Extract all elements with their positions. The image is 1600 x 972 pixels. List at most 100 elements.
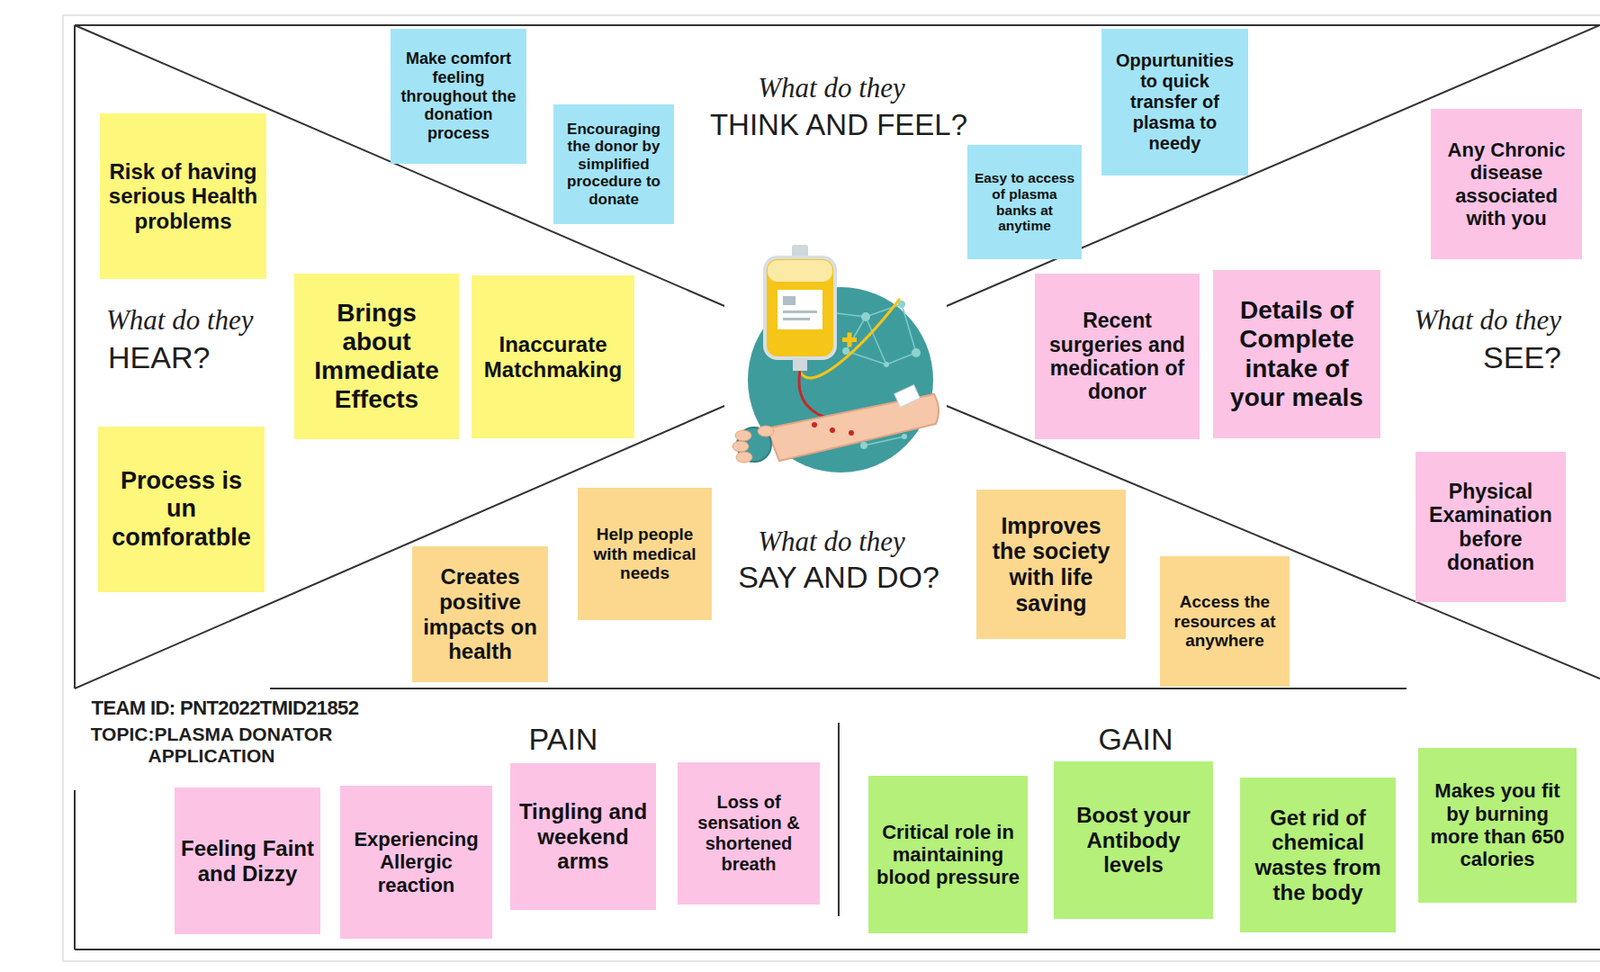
sticky-note: Process is un comforatble	[98, 426, 265, 593]
note-text: Makes you fit by burning more than 650 c…	[1423, 779, 1572, 871]
blood-bag	[764, 257, 836, 359]
frame-line	[74, 24, 1600, 27]
note-text: Make comfort feeling throughout the dona…	[395, 49, 522, 143]
sticky-note: Loss of sensation & shortened breath	[677, 762, 820, 905]
quadrant-script: What do they	[1363, 304, 1562, 337]
note-text: Inaccurate Matchmaking	[476, 332, 630, 382]
frame-line	[73, 790, 76, 950]
quadrant-line	[74, 405, 725, 689]
bag-label-mark	[782, 310, 818, 314]
note-text: Brings about Immediate Effects	[299, 298, 454, 415]
sticky-note: Improves the society with life saving	[976, 489, 1126, 639]
sticky-note: Help people with medical needs	[577, 487, 712, 621]
network-line	[845, 316, 866, 351]
blood-drop	[829, 427, 836, 433]
network-line	[865, 316, 887, 365]
sticky-note: Encouraging the donor by simplified proc…	[553, 104, 675, 225]
sticky-note: Any Chronic disease associated with you	[1430, 108, 1583, 260]
sticky-note: Critical role in maintaining blood press…	[868, 775, 1028, 934]
note-text: Feeling Faint and Dizzy	[179, 835, 315, 886]
sticky-note: Details of Complete intake of your meals	[1213, 269, 1381, 439]
network-dot	[860, 441, 868, 450]
network-dot	[842, 347, 850, 355]
frame-line	[74, 948, 1600, 951]
frame-line	[269, 687, 1407, 690]
network-dot	[901, 433, 908, 440]
note-text: Details of Complete intake of your meals	[1218, 296, 1376, 413]
sticky-note: Make comfort feeling throughout the dona…	[390, 28, 527, 164]
note-text: Oppurtunities to quick transfer of plasm…	[1106, 50, 1243, 154]
topic-label: TOPIC:PLASMA DONATOR APPLICATION	[62, 723, 360, 767]
finger	[735, 430, 752, 441]
sticky-note: Tingling and weekend arms	[510, 763, 657, 910]
divider-line	[837, 722, 840, 917]
sticky-note: Inaccurate Matchmaking	[471, 275, 635, 439]
quadrant-script: What do they	[106, 304, 305, 337]
note-text: Improves the society with life saving	[981, 512, 1121, 617]
note-text: Easy to access of plasma banks at anytim…	[972, 170, 1077, 234]
bag-top	[767, 260, 833, 282]
bag-label	[777, 289, 823, 330]
plus-sign	[847, 332, 853, 348]
note-text: Help people with medical needs	[583, 524, 707, 585]
sticky-note: Makes you fit by burning more than 650 c…	[1418, 747, 1577, 903]
note-text: Critical role in maintaining blood press…	[873, 820, 1023, 890]
needle-tape	[894, 385, 921, 408]
note-text: Encouraging the donor by simplified proc…	[558, 120, 669, 209]
quadrant-line	[946, 25, 1600, 306]
sticky-note: Recent surgeries and medication of donor	[1034, 273, 1200, 440]
bag-outlet	[792, 358, 808, 371]
note-text: Process is un comforatble	[103, 467, 260, 551]
network-dot	[911, 348, 921, 358]
quadrant-heading: THINK AND FEEL?	[676, 107, 1001, 143]
section-heading: PAIN	[491, 721, 636, 757]
note-text: Loss of sensation & shortened breath	[683, 791, 815, 875]
section-heading: GAIN	[1063, 721, 1208, 757]
network-dot	[883, 361, 890, 368]
note-text: Any Chronic disease associated with you	[1436, 138, 1577, 230]
note-text: Recent surgeries and medication of donor	[1040, 308, 1195, 405]
donation-illustration	[732, 244, 939, 473]
note-text: Get rid of chemical wastes from the body	[1245, 805, 1391, 905]
note-text: Risk of having serious Health problems	[105, 159, 261, 234]
note-text: Access the resources at anywhere	[1165, 592, 1285, 652]
note-text: Physical Examination before donation	[1420, 479, 1561, 576]
frame-line	[73, 25, 76, 689]
quadrant-script: What do they	[741, 71, 922, 105]
thumb	[757, 425, 774, 437]
quadrant-heading: HEAR?	[107, 340, 288, 376]
outer-border	[62, 15, 1600, 962]
network-line	[886, 352, 917, 365]
sticky-note: Creates positive impacts on health	[412, 546, 549, 683]
blood-drop	[848, 430, 854, 436]
sticky-note: Access the resources at anywhere	[1159, 556, 1290, 687]
arm	[766, 394, 939, 461]
team-id: TEAM ID: PNT2022TMID21852	[55, 696, 395, 720]
finger	[736, 451, 753, 463]
quadrant-heading: SEE?	[1381, 340, 1562, 376]
bag-label-mark	[782, 317, 810, 321]
note-text: Experiencing Allergic reaction	[345, 827, 487, 897]
note-text: Boost your Antibody levels	[1059, 802, 1208, 878]
quadrant-heading: SAY AND DO?	[694, 559, 983, 595]
bag-label-mark	[782, 296, 796, 306]
sticky-note: Boost your Antibody levels	[1053, 761, 1214, 919]
sticky-note: Oppurtunities to quick transfer of plasm…	[1101, 28, 1249, 176]
sticky-note: Feeling Faint and Dizzy	[174, 787, 321, 935]
note-text: Tingling and weekend arms	[515, 799, 651, 874]
sticky-note: Risk of having serious Health problems	[99, 113, 267, 279]
finger	[732, 440, 749, 452]
quadrant-line	[74, 25, 725, 306]
network-dot	[861, 312, 871, 322]
sticky-note: Physical Examination before donation	[1415, 451, 1566, 603]
sticky-note: Get rid of chemical wastes from the body	[1240, 777, 1396, 933]
sticky-note: Experiencing Allergic reaction	[340, 785, 493, 939]
network-line	[865, 304, 902, 317]
frame-lines	[74, 25, 1600, 950]
quadrant-script: What do they	[741, 525, 922, 558]
blood-drop	[811, 422, 818, 428]
sticky-note: Easy to access of plasma banks at anytim…	[967, 144, 1082, 260]
sticky-note: Brings about Immediate Effects	[294, 273, 459, 440]
network-line	[901, 304, 917, 353]
